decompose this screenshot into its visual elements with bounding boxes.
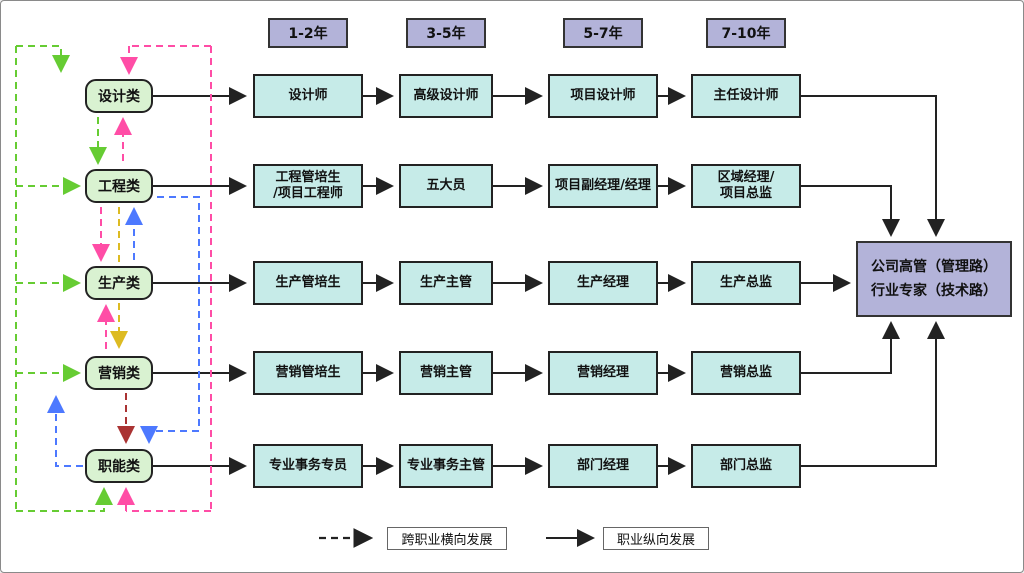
stage-box: 设计师: [253, 74, 363, 118]
terminal-line-management: 公司高管（管理路）: [871, 258, 997, 275]
stage-box: 高级设计师: [399, 74, 493, 118]
timeline-box-5-7y: 5-7年: [563, 18, 643, 48]
legend-vertical-label: 职业纵向发展: [603, 527, 709, 550]
stage-box: 项目副经理/经理: [548, 164, 658, 208]
stage-box: 营销主管: [399, 351, 493, 395]
timeline-box-3-5y: 3-5年: [406, 18, 486, 48]
stage-box: 区域经理/ 项目总监: [691, 164, 801, 208]
stage-box: 专业事务主管: [399, 444, 493, 488]
stage-box: 主任设计师: [691, 74, 801, 118]
category-design: 设计类: [85, 79, 153, 113]
category-production: 生产类: [85, 266, 153, 300]
category-engineering: 工程类: [85, 169, 153, 203]
legend-lateral-label: 跨职业横向发展: [387, 527, 507, 550]
timeline-box-7-10y: 7-10年: [706, 18, 786, 48]
category-marketing: 营销类: [85, 356, 153, 390]
category-function: 职能类: [85, 449, 153, 483]
stage-box: 生产主管: [399, 261, 493, 305]
stage-box: 营销总监: [691, 351, 801, 395]
stage-box: 生产管培生: [253, 261, 363, 305]
stage-box: 营销经理: [548, 351, 658, 395]
stage-box: 营销管培生: [253, 351, 363, 395]
stage-box: 五大员: [399, 164, 493, 208]
stage-box: 部门总监: [691, 444, 801, 488]
lateral-career-arrows: [15, 45, 212, 512]
stage-box: 工程管培生 /项目工程师: [253, 164, 363, 208]
timeline-box-1-2y: 1-2年: [268, 18, 348, 48]
terminal-box: 公司高管（管理路） 行业专家（技术路）: [856, 241, 1012, 317]
stage-box: 项目设计师: [548, 74, 658, 118]
stage-box: 专业事务专员: [253, 444, 363, 488]
stage-box: 生产经理: [548, 261, 658, 305]
stage-box: 生产总监: [691, 261, 801, 305]
terminal-line-technical: 行业专家（技术路）: [871, 283, 997, 299]
stage-box: 部门经理: [548, 444, 658, 488]
